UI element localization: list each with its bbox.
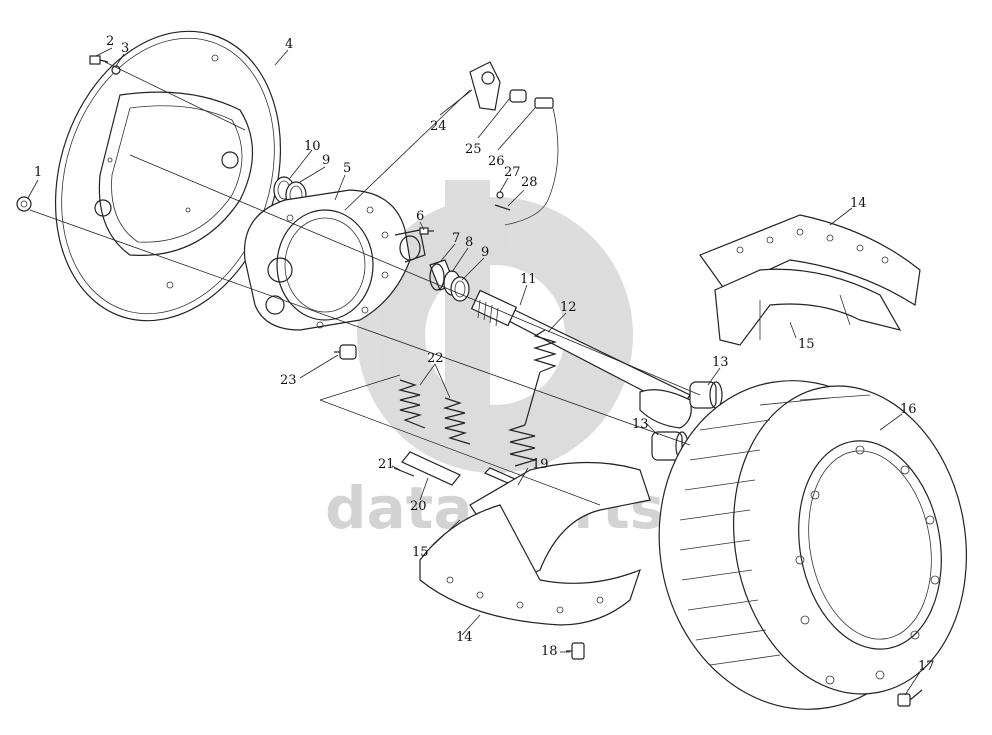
callout-15-upper: 15 (798, 337, 815, 352)
roller-13-upper (689, 381, 723, 409)
callout-6: 6 (416, 209, 424, 224)
bolt-17 (897, 689, 923, 707)
brake-spider (243, 189, 426, 331)
upper-brake-shoe (699, 214, 921, 346)
callout-17: 17 (918, 659, 935, 674)
callout-8: 8 (465, 235, 473, 250)
callout-16: 16 (900, 402, 917, 417)
rivet-18 (566, 642, 585, 660)
dust-shield (54, 30, 282, 322)
ring-9b (450, 276, 470, 302)
callout-2: 2 (106, 34, 114, 49)
callout-9-upper: 9 (322, 153, 330, 168)
callout-13-lower: 13 (632, 417, 649, 432)
drum-fins (679, 394, 871, 666)
callout-20: 20 (410, 499, 427, 514)
brake-drum (658, 380, 968, 710)
return-spring-12 (507, 329, 558, 467)
callout-13-upper: 13 (712, 355, 729, 370)
callout-14-upper: 14 (850, 196, 867, 211)
callout-12: 12 (560, 300, 577, 315)
callout-9-lower: 9 (481, 245, 489, 260)
callout-28: 28 (521, 175, 538, 190)
callout-18: 18 (541, 644, 558, 659)
grease-fitting-6 (419, 227, 434, 235)
clip-28 (494, 204, 511, 211)
callout-labels: 1 2 3 4 5 6 7 8 9 9 10 11 12 13 13 14 14… (34, 34, 935, 674)
callout-22: 22 (427, 351, 444, 366)
callout-1: 1 (34, 165, 42, 180)
bracket-24 (469, 61, 501, 111)
springs-22 (397, 379, 471, 445)
callout-15-lower: 15 (412, 545, 429, 560)
callout-leaders (27, 47, 921, 696)
callout-14-lower: 14 (456, 630, 473, 645)
callout-21: 21 (378, 457, 395, 472)
assembly-axes (29, 61, 701, 506)
callout-25: 25 (465, 142, 482, 157)
nut-1 (16, 196, 32, 212)
callout-10: 10 (304, 139, 321, 154)
callout-11: 11 (520, 272, 537, 287)
callout-3: 3 (121, 41, 129, 56)
bolt-23 (334, 344, 357, 360)
roller-13-lower (651, 431, 689, 461)
wear-sensor-26 (504, 97, 559, 226)
lower-brake-shoe (419, 461, 651, 626)
callout-27: 27 (504, 165, 521, 180)
callout-4: 4 (285, 37, 293, 52)
camshaft (470, 289, 692, 429)
callout-5: 5 (343, 161, 351, 176)
callout-7: 7 (452, 231, 460, 246)
callout-19: 19 (532, 457, 549, 472)
pin-21 (393, 467, 415, 477)
clip-27 (496, 191, 504, 199)
callout-23: 23 (280, 373, 297, 388)
bushing-25 (509, 89, 527, 103)
callout-26: 26 (488, 154, 505, 169)
callout-24: 24 (430, 119, 447, 134)
bolt-2 (89, 55, 109, 65)
anchor-pin-20 (401, 451, 461, 486)
